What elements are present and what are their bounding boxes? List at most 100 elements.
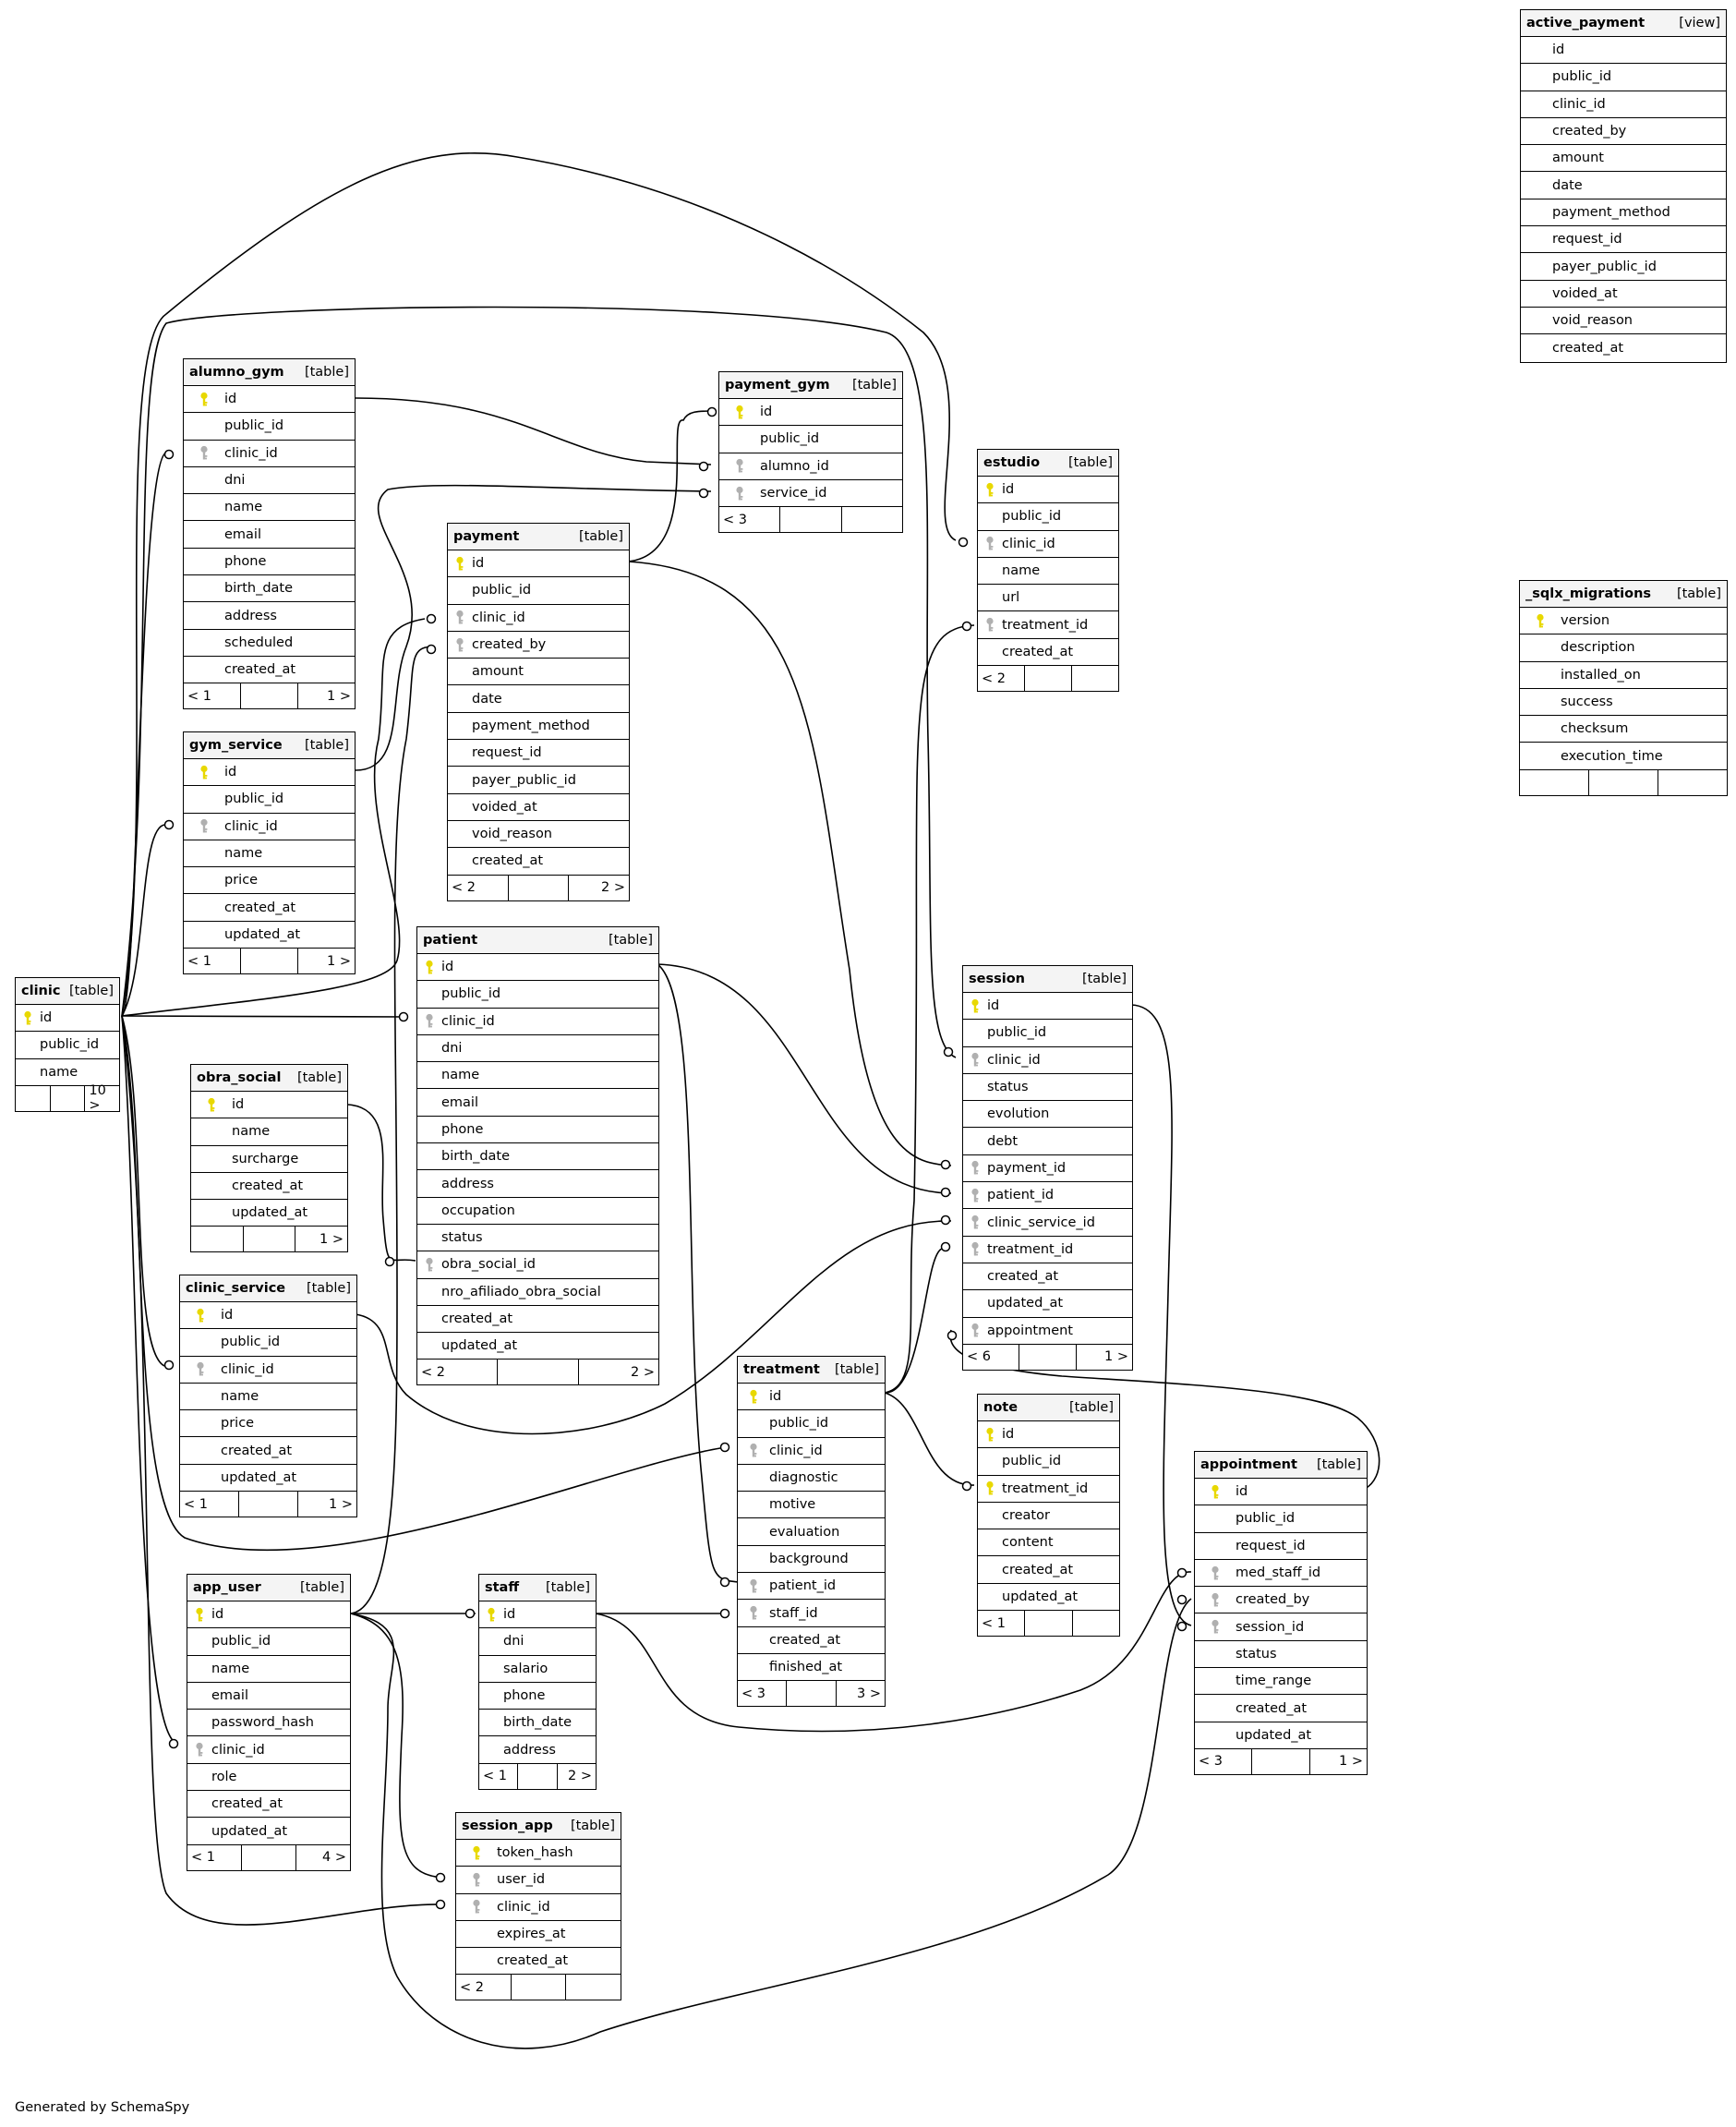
column-row: payment_id [963, 1155, 1132, 1183]
column-row: request_id [1521, 226, 1726, 254]
column-name: created_at [1002, 1562, 1074, 1577]
column-row: name [184, 840, 355, 868]
column-name: updated_at [987, 1296, 1064, 1311]
table-header: alumno_gym[table] [184, 359, 355, 386]
relation-line [121, 618, 426, 1017]
column-row: clinic_id [963, 1047, 1132, 1074]
column-row: id [978, 477, 1118, 504]
column-name: id [224, 392, 237, 407]
children-count [566, 1975, 621, 2000]
table-header: gym_service[table] [184, 732, 355, 759]
table-name: payment_gym [725, 378, 830, 393]
column-name: patient_id [987, 1188, 1055, 1203]
column-name: salario [503, 1661, 549, 1676]
column-name: id [769, 1389, 782, 1405]
table-name: session [969, 972, 1025, 986]
column-name: birth_date [441, 1149, 511, 1165]
relation-line [347, 1104, 416, 1262]
column-row: password_hash [187, 1710, 350, 1737]
column-row: public_id [184, 413, 355, 441]
table-kind: [table] [851, 378, 897, 393]
column-name: request_id [472, 745, 542, 761]
table-kind: [table] [304, 738, 349, 753]
column-row: obra_social_id [417, 1251, 658, 1279]
column-row: status [417, 1225, 658, 1252]
column-row: email [417, 1089, 658, 1117]
column-row: clinic_id [456, 1894, 621, 1921]
table-header: session_app[table] [456, 1813, 621, 1840]
column-name: public_id [1002, 1454, 1062, 1469]
column-name: version [1561, 613, 1610, 629]
column-name: voided_at [1552, 285, 1618, 301]
column-row: phone [479, 1683, 596, 1710]
column-name: date [472, 691, 502, 707]
column-row: payment_method [1521, 199, 1726, 227]
children-count: 2 > [601, 880, 626, 896]
primary-key-icon [180, 1308, 221, 1323]
column-name: phone [503, 1688, 546, 1704]
table-footer [1520, 769, 1727, 795]
column-name: public_id [211, 1634, 271, 1650]
column-row: id [184, 386, 355, 414]
parents-count: < 3 [738, 1681, 788, 1707]
column-row: dni [417, 1035, 658, 1063]
footer-cell [509, 875, 570, 900]
column-name: expires_at [497, 1927, 566, 1942]
column-row: clinic_id [187, 1736, 350, 1764]
column-name: created_at [232, 1178, 304, 1194]
column-row: clinic_id [978, 531, 1118, 558]
footer-cell [241, 683, 298, 709]
column-row: id [187, 1601, 350, 1629]
column-name: password_hash [211, 1715, 314, 1731]
column-name: amount [472, 664, 524, 680]
column-row: description [1520, 634, 1727, 662]
column-name: appointment [987, 1323, 1073, 1338]
foreign-key-icon [456, 1899, 497, 1915]
column-row: public_id [1195, 1505, 1367, 1533]
column-name: finished_at [769, 1660, 843, 1675]
foreign-key-icon [1195, 1619, 1236, 1635]
primary-key-icon [1520, 613, 1561, 629]
column-row: treatment_id [963, 1237, 1132, 1263]
column-row: clinic_id [180, 1357, 356, 1384]
foreign-key-icon [417, 1013, 441, 1029]
column-name: patient_id [769, 1578, 837, 1594]
column-row: address [184, 602, 355, 630]
parents-count: < 1 [479, 1763, 519, 1789]
relation-line [627, 561, 952, 1166]
column-row: created_at [184, 894, 355, 922]
relation-line [350, 1598, 1192, 2049]
primary-key-icon [191, 1097, 232, 1113]
column-name: treatment_id [1002, 1480, 1089, 1496]
column-row: name [184, 494, 355, 522]
relation-line [627, 410, 717, 562]
primary-key-icon [16, 1010, 40, 1026]
table-kind: [table] [299, 1580, 344, 1595]
table-header: note[table] [978, 1395, 1119, 1421]
table-name: _sqlx_migrations [1525, 586, 1652, 601]
column-row: amount [1521, 145, 1726, 173]
column-name: id [221, 1308, 234, 1323]
column-row: public_id [978, 1448, 1119, 1476]
column-row: voided_at [1521, 281, 1726, 308]
column-name: dni [441, 1041, 463, 1057]
column-row: birth_date [479, 1710, 596, 1737]
column-row: request_id [1195, 1533, 1367, 1560]
column-name: updated_at [1236, 1727, 1312, 1743]
column-name: id [224, 765, 237, 780]
table-header: clinic_service[table] [180, 1275, 356, 1302]
column-name: occupation [441, 1202, 515, 1218]
column-name: id [232, 1097, 245, 1113]
relation-line [1130, 1004, 1192, 1626]
footer-cell [1252, 1748, 1310, 1774]
children-count: 1 > [1104, 1349, 1128, 1365]
table-footer: < 1 [978, 1611, 1119, 1637]
column-name: time_range [1236, 1674, 1312, 1689]
column-row: name [978, 558, 1118, 586]
column-name: name [232, 1124, 271, 1140]
